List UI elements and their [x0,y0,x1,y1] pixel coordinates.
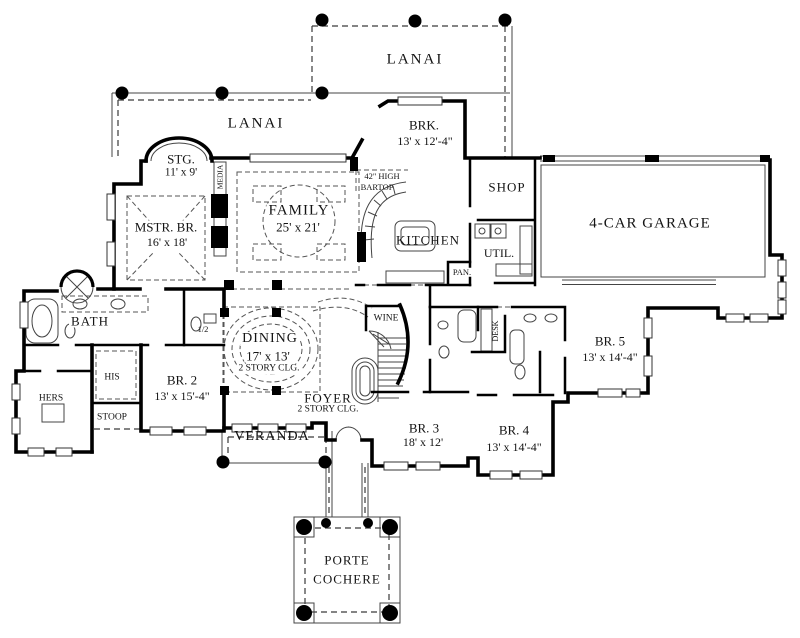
label-lanai-top: LANAI [386,51,444,68]
annotation-bartop-line2: BARTOP [360,181,394,192]
room-label-garage: 4-CAR GARAGE [589,215,711,232]
room-dims-brk: 13' x 12'-4" [397,134,453,148]
room-dims-br5: 13' x 14'-4" [582,350,638,364]
exterior-walls [14,99,784,477]
label-veranda: VERANDA [234,429,310,444]
shower-arc [59,269,95,288]
label-lanai-left: LANAI [227,115,285,132]
room-dims-dining: 17' x 13' [244,348,292,364]
room-label-media: MEDIA [215,164,225,190]
room-label-shop: SHOP [488,179,526,195]
room-label-wine: WINE [371,313,401,324]
windows [11,96,787,480]
room-label-util: UTIL. [483,246,515,260]
interior-walls [22,156,567,405]
label-porte-cochere-line1: PORTE [322,552,372,568]
room-dims-family: 25' x 21' [274,219,322,235]
room-dims-br4: 13' x 14'-4" [486,440,542,454]
room-ceiling-foyer: 2 STORY CLG. [297,404,359,415]
room-label-pan: PAN. [450,266,474,277]
room-dims-br2: 13' x 15'-4" [154,389,210,403]
room-label-his: HIS [102,372,122,383]
ceiling-dashed-details [61,169,512,400]
room-label-hers: HERS [38,393,64,404]
room-label-bath: BATH [69,313,111,329]
label-stoop: STOOP [97,412,127,423]
room-label-kitchen: KITCHEN [395,232,461,248]
room-label-foyer: FOYER [304,390,352,406]
room-label-br2: BR. 2 [166,372,198,388]
room-label-stg: STG. [167,151,195,167]
room-label-half-bath: 1/2 [197,323,209,334]
room-dims-mstr: 16' x 18' [144,235,190,249]
room-label-br3: BR. 3 [408,420,440,436]
room-label-mstr: MSTR. BR. [132,219,200,235]
room-label-brk: BRK. [409,117,439,133]
room-ceiling-dining: 2 STORY CLG. [236,363,302,374]
room-dims-stg: 11' x 9' [164,166,198,179]
room-label-desk: DESK [491,320,500,342]
room-label-family: FAMILY [266,202,332,219]
room-label-dining: DINING [240,331,300,346]
room-label-br5: BR. 5 [594,333,626,349]
room-dims-br3: 18' x 12' [402,435,444,449]
fixtures-thin-lines [25,142,770,441]
room-label-br4: BR. 4 [498,422,530,438]
annotation-bartop-line1: 42" HIGH [364,170,400,181]
label-porte-cochere-line2: COCHERE [311,571,383,587]
columns-and-posts [115,13,770,621]
